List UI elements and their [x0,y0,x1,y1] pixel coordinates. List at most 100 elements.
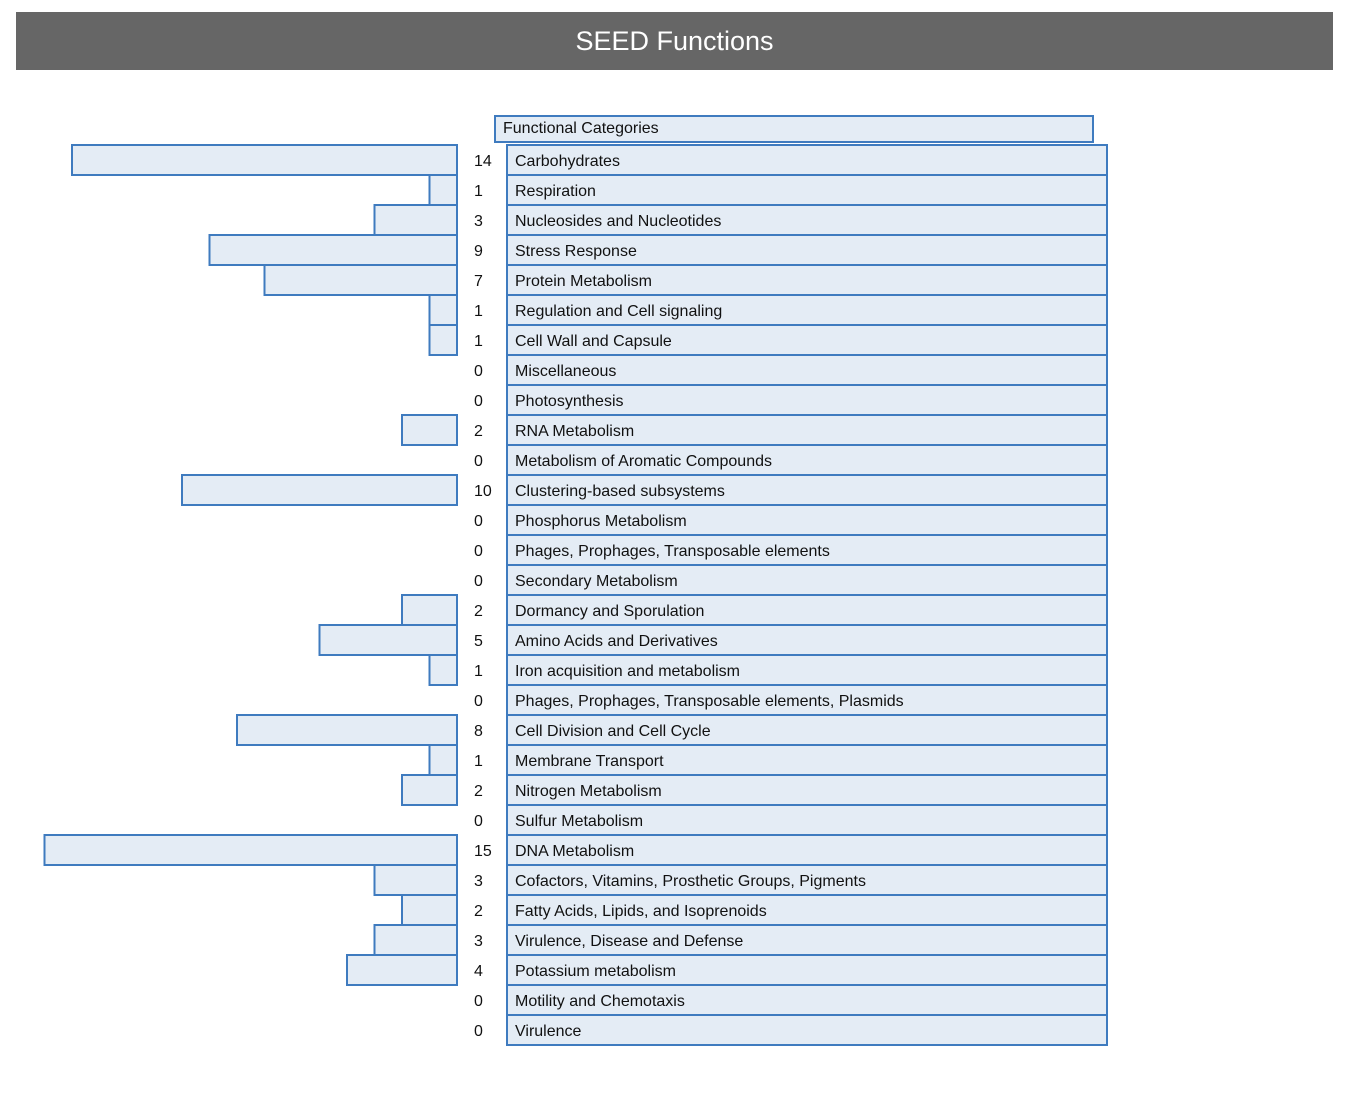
bar [43,834,458,866]
category-box [506,714,1108,746]
bar [428,174,458,206]
bar [208,234,458,266]
category-box [506,1014,1108,1046]
category-box [506,174,1108,206]
category-box [506,834,1108,866]
category-box [506,264,1108,296]
bar [373,924,458,956]
category-label: Phages, Prophages, Transposable elements… [515,693,904,710]
category-label: Cell Division and Cell Cycle [515,723,711,740]
category-label: Stress Response [515,243,637,260]
category-label: Virulence [515,1023,582,1040]
category-label: Cell Wall and Capsule [515,333,672,350]
category-label: Virulence, Disease and Defense [515,933,743,950]
functional-categories-header: Functional Categories [494,115,1094,143]
value-label: 0 [474,513,483,530]
value-label: 0 [474,1023,483,1040]
category-label: Dormancy and Sporulation [515,603,704,620]
category-label: Cofactors, Vitamins, Prosthetic Groups, … [515,873,866,890]
value-label: 2 [474,903,483,920]
bar [428,324,458,356]
category-box [506,924,1108,956]
category-box [506,204,1108,236]
value-label: 0 [474,573,483,590]
category-box [506,744,1108,776]
bar [428,294,458,326]
category-label: Miscellaneous [515,363,616,380]
value-label: 2 [474,603,483,620]
value-label: 9 [474,243,483,260]
bar [71,144,458,176]
value-label: 10 [474,483,492,500]
value-label: 0 [474,393,483,410]
value-label: 5 [474,633,483,650]
category-label: Phages, Prophages, Transposable elements [515,543,830,560]
category-label: Sulfur Metabolism [515,813,643,830]
value-label: 1 [474,333,483,350]
bar [401,594,458,626]
bar [346,954,458,986]
value-label: 3 [474,873,483,890]
value-label: 2 [474,783,483,800]
bar [263,264,458,296]
category-label: Nucleosides and Nucleotides [515,213,721,230]
category-label: Clustering-based subsystems [515,483,725,500]
category-box [506,894,1108,926]
bar [373,864,458,896]
value-label: 0 [474,453,483,470]
bar [401,414,458,446]
value-label: 14 [474,153,492,170]
category-box [506,624,1108,656]
category-label: Metabolism of Aromatic Compounds [515,453,772,470]
category-box [506,144,1108,176]
category-label: Nitrogen Metabolism [515,783,662,800]
value-label: 1 [474,303,483,320]
category-label: Phosphorus Metabolism [515,513,687,530]
category-label: DNA Metabolism [515,843,634,860]
value-label: 1 [474,663,483,680]
value-label: 2 [474,423,483,440]
bar [181,474,458,506]
category-box [506,444,1108,476]
category-box [506,354,1108,386]
category-label: Carbohydrates [515,153,620,170]
category-label: Amino Acids and Derivatives [515,633,718,650]
value-label: 1 [474,183,483,200]
value-label: 0 [474,993,483,1010]
bar [428,654,458,686]
category-label: Protein Metabolism [515,273,652,290]
category-label: Regulation and Cell signaling [515,303,722,320]
category-label: RNA Metabolism [515,423,634,440]
category-label: Membrane Transport [515,753,664,770]
category-label: Respiration [515,183,596,200]
value-label: 0 [474,813,483,830]
category-box [506,984,1108,1016]
value-label: 15 [474,843,492,860]
category-box [506,954,1108,986]
value-label: 1 [474,753,483,770]
category-label: Secondary Metabolism [515,573,678,590]
value-label: 0 [474,693,483,710]
bar [428,744,458,776]
category-label: Potassium metabolism [515,963,676,980]
chart-title: SEED Functions [16,12,1333,70]
bar [373,204,458,236]
value-label: 0 [474,543,483,560]
category-label: Iron acquisition and metabolism [515,663,740,680]
bar [318,624,458,656]
category-box [506,654,1108,686]
category-label: Motility and Chemotaxis [515,993,685,1010]
category-label: Photosynthesis [515,393,624,410]
value-label: 8 [474,723,483,740]
bar [236,714,458,746]
bar [401,894,458,926]
value-label: 0 [474,363,483,380]
bar [401,774,458,806]
category-box [506,414,1108,446]
category-label: Fatty Acids, Lipids, and Isoprenoids [515,903,767,920]
value-label: 7 [474,273,483,290]
value-label: 3 [474,933,483,950]
value-label: 3 [474,213,483,230]
value-label: 4 [474,963,483,980]
